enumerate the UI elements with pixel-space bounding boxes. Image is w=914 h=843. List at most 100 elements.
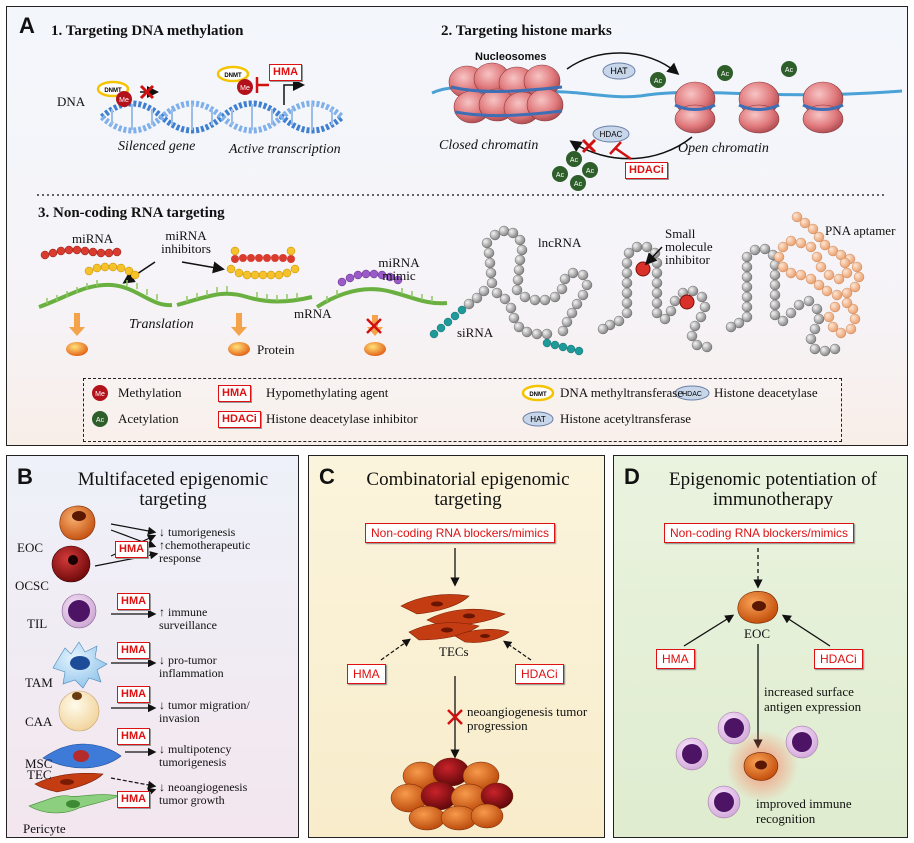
inhibitor-arrow-right xyxy=(181,261,225,274)
panel-b: B Multifaceted epigenomic targeting xyxy=(6,455,299,838)
hdaci-tag-d: HDACi xyxy=(814,649,863,669)
legend-hma-tag: HMA xyxy=(218,385,252,402)
svg-text:Ac: Ac xyxy=(570,157,579,164)
hma-tag-til: HMA xyxy=(117,593,151,610)
legend-methylation: Methylation xyxy=(118,385,182,400)
hma-arrow-c xyxy=(380,638,411,661)
mirna-mimic-strand xyxy=(337,269,403,287)
hdac-tag xyxy=(592,125,630,143)
cell-label-tam: TAM xyxy=(25,675,53,690)
recognition-label: improved immune recognition xyxy=(756,796,852,826)
dnmt-text-right: DNMT xyxy=(224,73,242,79)
svg-text:Ac: Ac xyxy=(96,417,105,424)
cell-label-ocsc: OCSC xyxy=(15,578,49,593)
hdaci-tag-c: HDACi xyxy=(515,664,564,684)
ncrna-box-c: Non-coding RNA blockers/mimics xyxy=(365,523,556,543)
nucleosome-cluster-closed xyxy=(448,62,564,125)
lncrna-structure xyxy=(463,225,593,340)
panel-c-title: Combinatorial epigenomic targeting xyxy=(366,469,570,510)
msc-cell xyxy=(42,743,122,769)
translation-label: Translation xyxy=(129,317,194,332)
svg-text:Ac: Ac xyxy=(556,172,565,179)
lncrna-label: lncRNA xyxy=(538,235,582,250)
panel-a-letter: A xyxy=(19,13,35,38)
panel-c-graphics xyxy=(380,548,532,831)
panel-c-letter: C xyxy=(319,464,335,489)
mirna-inhibitors-label: miRNA inhibitors xyxy=(161,228,211,256)
open-chromatin-label: Open chromatin xyxy=(678,141,769,156)
svg-text:Ac: Ac xyxy=(574,181,583,188)
hdac-x-mark xyxy=(581,138,597,154)
panel-b-letter: B xyxy=(17,464,33,489)
svg-text:Me: Me xyxy=(95,391,105,398)
pna-target-rna xyxy=(725,243,841,357)
sirna-label: siRNA xyxy=(457,325,494,340)
panel-d-title: Epigenomic potentiation of immunotherapy xyxy=(669,469,877,510)
dnmt-text-left: DNMT xyxy=(104,88,122,94)
hat-tag xyxy=(602,62,636,80)
inhibitor-arrow-left xyxy=(122,261,156,284)
legend-hat-def: Histone acetyltransferase xyxy=(560,411,692,426)
me-text-right: Me xyxy=(240,85,250,92)
cell-label-eoc: EOC xyxy=(17,540,43,555)
legend-icons: Me Ac DNMT HAT HDAC xyxy=(92,384,710,427)
dna-label: DNA xyxy=(57,94,86,109)
legend-box: Me Ac DNMT HAT HDAC Methylation Acetylat… xyxy=(83,378,842,442)
small-molecule-2 xyxy=(679,294,695,310)
hma-tag-eoc: HMA xyxy=(115,541,149,558)
panel-d-letter: D xyxy=(624,464,640,489)
silenced-gene-label: Silenced gene xyxy=(118,139,196,154)
tam-cell xyxy=(52,641,108,689)
pna-aptamer-strand xyxy=(773,211,865,339)
svg-text:HAT: HAT xyxy=(530,415,546,424)
protein-blobs xyxy=(66,342,386,356)
svg-text:Ac: Ac xyxy=(785,67,794,74)
hat-text: HAT xyxy=(610,66,628,76)
legend-hdaci-tag: HDACi xyxy=(218,411,261,428)
hdaci-arrow-c xyxy=(503,640,532,661)
hma-tag-tam: HMA xyxy=(117,642,151,659)
immune-cells xyxy=(675,711,819,819)
effect-tumor-migration: ↓ tumor migration/ invasion xyxy=(159,698,250,725)
hma-arrow-d xyxy=(683,614,735,647)
me-text-left: Me xyxy=(119,97,129,104)
translation-arrows xyxy=(69,313,383,336)
hma-tag-top: HMA xyxy=(269,64,303,81)
til-cell xyxy=(61,593,97,629)
hdaci-tag-top: HDACi xyxy=(625,162,668,179)
cell-label-til: TIL xyxy=(27,616,48,631)
legend-acetylation: Acetylation xyxy=(118,411,179,426)
tecs-label: TECs xyxy=(439,644,469,659)
section-2-title: 2. Targeting histone marks xyxy=(441,23,612,39)
me-tag-left xyxy=(116,91,132,107)
effect-neoangiogenesis: ↓ neoangiogenesis tumor growth xyxy=(159,780,248,807)
section-1-title: 1. Targeting DNA methylation xyxy=(51,23,244,39)
translation-x-mark xyxy=(366,318,382,334)
svg-text:DNMT: DNMT xyxy=(529,392,547,398)
section-3-title: 3. Non-coding RNA targeting xyxy=(38,205,225,221)
hat-arrow xyxy=(566,52,680,75)
mrna-strands xyxy=(38,282,448,309)
svg-text:HDAC: HDAC xyxy=(682,391,702,398)
effect-immune-surveillance: ↑ immune surveillance xyxy=(159,605,217,632)
nucleosomes-label: Nucleosomes xyxy=(475,51,547,63)
mirna-mimic-label: miRNA mimic xyxy=(378,255,420,283)
ncrna-box-d: Non-coding RNA blockers/mimics xyxy=(664,523,855,543)
cell-label-caa: CAA xyxy=(25,714,53,729)
tumor-mass xyxy=(390,757,514,831)
hma-inhibit-line xyxy=(255,77,269,93)
pna-aptamer-label: PNA aptamer xyxy=(825,223,896,238)
mrna-label: mRNA xyxy=(294,306,332,321)
legend-dnmt-def: DNA methyltransferase xyxy=(560,385,684,400)
hdaci-inhibit-line xyxy=(609,141,632,161)
effect-multipotency: ↓ multipotency tumorigenesis xyxy=(159,742,232,769)
svg-text:Ac: Ac xyxy=(721,71,730,78)
small-molecule-1 xyxy=(635,261,651,277)
panel-d-graphics xyxy=(675,548,831,819)
ocsc-cell xyxy=(51,545,91,583)
panel-a: A 1. Targeting DNA methylation 2. Target… xyxy=(6,6,908,446)
ac-tags: Ac Ac Ac Ac Ac Ac Ac xyxy=(552,61,797,191)
dnmt-tag-right xyxy=(216,65,250,83)
hdac-text: HDAC xyxy=(600,130,623,139)
transcription-arrow xyxy=(283,79,305,105)
